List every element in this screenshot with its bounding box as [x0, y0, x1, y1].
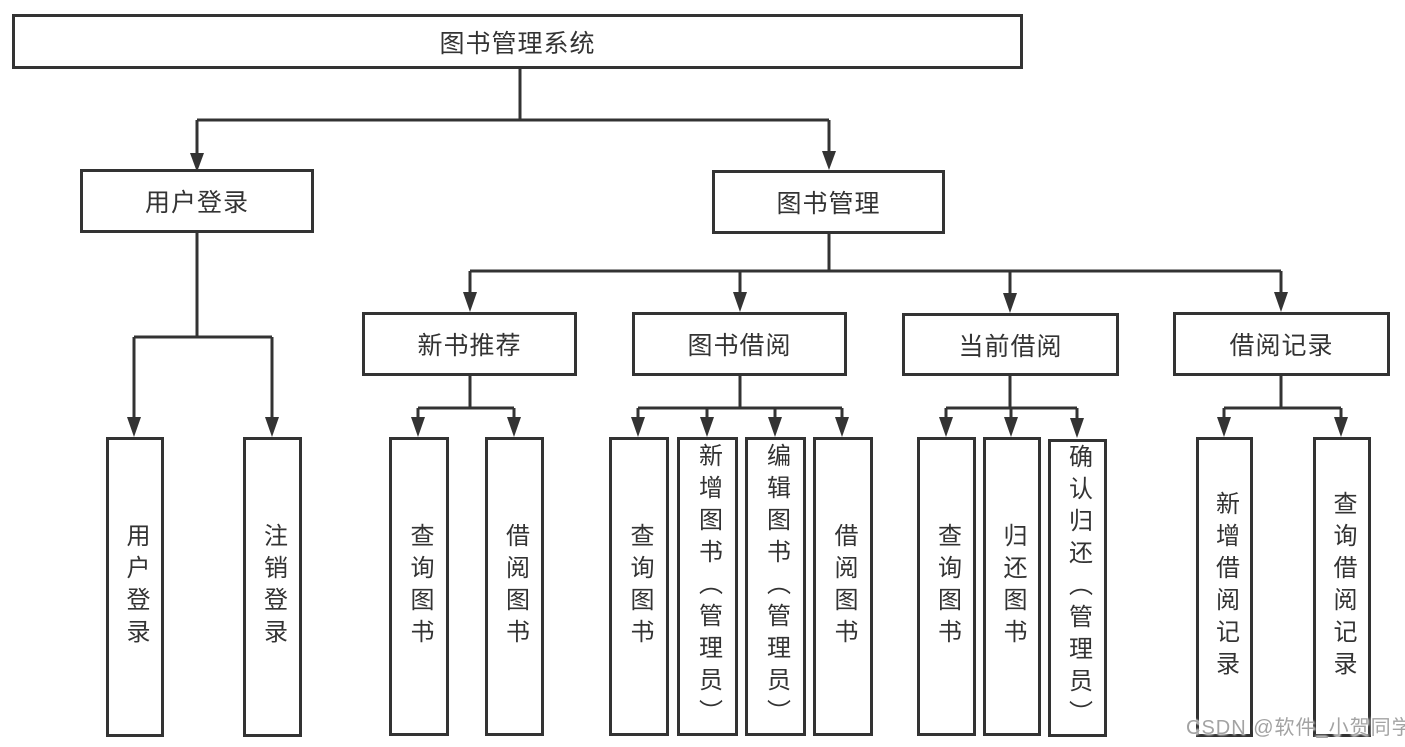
connector-user-login-to-leaves — [127, 233, 279, 437]
node-label: 当前借阅 — [958, 332, 1063, 361]
leaf-query-book-borrow: 查询图书 — [609, 437, 669, 736]
arrow-down-icon — [265, 417, 279, 437]
node-label: 新增借阅记录 — [1211, 491, 1239, 683]
leaf-add-book-admin: 新增图书（管理员） — [677, 437, 738, 736]
node-label: 图书借阅 — [687, 332, 792, 360]
leaf-query-book-current: 查询图书 — [917, 437, 976, 736]
node-book-borrow: 图书借阅 — [632, 312, 847, 376]
node-label: 图书管理 — [776, 190, 881, 218]
connector-borrow-records-to-leaves — [1217, 376, 1348, 437]
connector-current-borrow-to-leaves — [939, 376, 1084, 438]
arrow-down-icon — [1217, 417, 1231, 437]
arrow-down-icon — [822, 151, 836, 170]
arrow-down-icon — [939, 417, 953, 437]
node-root: 图书管理系统 — [12, 14, 1023, 69]
leaf-borrow-book-recommend: 借阅图书 — [485, 437, 544, 736]
arrow-down-icon — [1004, 417, 1018, 437]
node-current-borrow: 当前借阅 — [902, 313, 1119, 376]
leaf-query-borrow-record: 查询借阅记录 — [1313, 437, 1371, 737]
node-label: 查询图书 — [406, 522, 433, 651]
node-label: 借阅图书 — [830, 522, 857, 651]
leaf-query-book-recommend: 查询图书 — [389, 437, 449, 736]
connector-book-borrow-to-leaves — [631, 376, 849, 437]
node-label: 借阅记录 — [1229, 332, 1334, 360]
node-label: 新增图书（管理员） — [694, 442, 722, 731]
leaf-logout-login: 注销登录 — [243, 437, 302, 737]
arrow-down-icon — [190, 153, 204, 172]
leaf-confirm-return-admin: 确认归还（管理员） — [1048, 439, 1107, 737]
node-label: 用户登录 — [144, 189, 249, 217]
arrow-down-icon — [127, 417, 141, 437]
node-label: 用户登录 — [122, 523, 149, 651]
csdn-watermark: CSDN @软件_小贺同学 — [1186, 717, 1405, 739]
node-label: 注销登录 — [259, 523, 287, 651]
node-label: 查询借阅记录 — [1329, 491, 1356, 683]
arrow-down-icon — [835, 417, 849, 437]
node-label: 查询图书 — [626, 522, 653, 651]
node-borrow-records: 借阅记录 — [1173, 312, 1390, 376]
arrow-down-icon — [768, 417, 782, 437]
connector-book-management-to-level2 — [463, 234, 1288, 313]
node-label: 归还图书 — [999, 522, 1026, 651]
arrow-down-icon — [631, 417, 645, 437]
node-label: 编辑图书（管理员） — [762, 442, 790, 731]
node-label: 借阅图书 — [501, 522, 529, 651]
leaf-return-book: 归还图书 — [983, 437, 1041, 736]
arrow-down-icon — [1274, 292, 1288, 312]
node-label: 确认归还（管理员） — [1064, 444, 1092, 732]
node-book-management: 图书管理 — [712, 170, 945, 234]
connector-new-book-to-leaves — [411, 376, 521, 437]
connector-root-to-level1 — [190, 68, 836, 172]
arrow-down-icon — [733, 292, 747, 312]
arrow-down-icon — [507, 417, 521, 437]
arrow-down-icon — [411, 417, 425, 437]
arrow-down-icon — [1003, 293, 1017, 313]
arrow-down-icon — [463, 292, 477, 312]
node-label: 新书推荐 — [417, 332, 522, 360]
leaf-edit-book-admin: 编辑图书（管理员） — [745, 437, 806, 736]
arrow-down-icon — [1070, 418, 1084, 438]
arrow-down-icon — [700, 417, 714, 437]
leaf-add-borrow-record: 新增借阅记录 — [1196, 437, 1253, 737]
node-label: 图书管理系统 — [439, 29, 596, 58]
leaf-borrow-book: 借阅图书 — [813, 437, 873, 736]
arrow-down-icon — [1334, 417, 1348, 437]
node-new-book-recommend: 新书推荐 — [362, 312, 577, 376]
node-user-login: 用户登录 — [80, 169, 314, 233]
node-label: 查询图书 — [933, 522, 961, 651]
leaf-user-login: 用户登录 — [106, 437, 164, 737]
